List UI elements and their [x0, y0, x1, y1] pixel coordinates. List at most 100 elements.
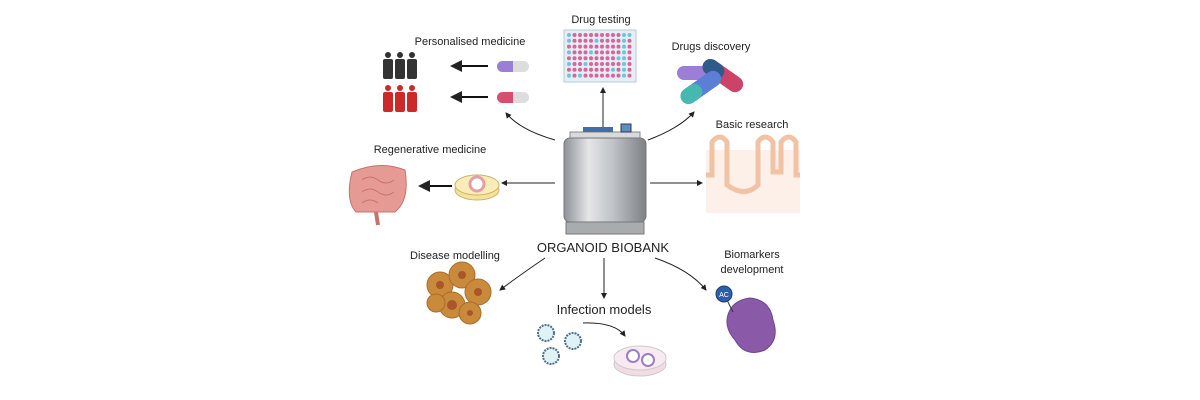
plate-well: [605, 50, 610, 55]
plate-well: [578, 67, 582, 72]
capsules-icon: [677, 58, 744, 105]
plate-well: [622, 44, 626, 49]
plate-well: [589, 38, 593, 43]
plate-well: [605, 56, 610, 61]
people-red-icon: [383, 85, 417, 112]
plate-well: [616, 33, 621, 37]
plate-well: [578, 62, 582, 66]
plate-well: [622, 62, 626, 66]
plate-well: [600, 67, 604, 72]
plate-well: [594, 38, 599, 43]
plate-well: [611, 38, 615, 43]
arrow-virus-to-dish: [582, 322, 626, 337]
arrow-personalised: [505, 112, 556, 141]
pill-purple-icon: [497, 61, 529, 73]
plate-well: [627, 44, 632, 49]
plate-well: [616, 67, 621, 72]
plate-well: [589, 44, 593, 49]
plate-well: [622, 50, 626, 55]
plate-well: [583, 67, 588, 72]
plate-well: [567, 56, 571, 61]
plate-well: [583, 38, 588, 43]
plate-well: [578, 50, 582, 55]
plate-well: [567, 73, 571, 78]
plate-well: [589, 67, 593, 72]
plate-well: [627, 67, 632, 72]
plate-well: [594, 67, 599, 72]
people-dark-icon: [383, 52, 417, 79]
plate-well: [616, 62, 621, 66]
plate-well: [567, 44, 571, 49]
plate-well: [627, 38, 632, 43]
pill-red-icon: [497, 92, 529, 103]
plate-well: [611, 56, 615, 61]
label-biomarkers-line2: development: [721, 264, 784, 276]
plate-well: [578, 73, 582, 78]
plate-well: [572, 33, 577, 37]
plate-well: [583, 33, 588, 37]
label-regenerative-medicine: Regenerative medicine: [374, 144, 487, 156]
plate-well: [627, 33, 632, 37]
plate-well: [572, 62, 577, 66]
plate-well: [594, 44, 599, 49]
plate-well: [622, 33, 626, 37]
plate-well: [611, 67, 615, 72]
plate-well: [583, 50, 588, 55]
arrow-drugs-discovery: [647, 111, 695, 141]
plate-well: [605, 38, 610, 43]
plate-well: [594, 50, 599, 55]
plate-well: [600, 73, 604, 78]
plate-well: [605, 73, 610, 78]
plate-well: [578, 44, 582, 49]
plate-well: [616, 38, 621, 43]
plate-well: [611, 44, 615, 49]
plate-well: [605, 67, 610, 72]
plate-well: [572, 67, 577, 72]
plate-well: [578, 33, 582, 37]
arrows: [418, 60, 707, 337]
plate-well: [572, 73, 577, 78]
plate-well: [572, 56, 577, 61]
plate-well: [605, 33, 610, 37]
plate-well: [583, 44, 588, 49]
plate-well: [605, 44, 610, 49]
plate-well: [589, 62, 593, 66]
plate-well: [567, 62, 571, 66]
plate-well: [578, 56, 582, 61]
petri-dish-organoid-icon: [454, 174, 500, 201]
plate-well: [594, 56, 599, 61]
biobank-tank-icon: [563, 123, 647, 235]
plate-well: [627, 62, 632, 66]
plate-well: [616, 50, 621, 55]
plate-well: [600, 38, 604, 43]
plate-well: [611, 62, 615, 66]
plate-well: [594, 62, 599, 66]
plate-well: [622, 67, 626, 72]
plate-well: [622, 73, 626, 78]
arrow-biomarkers: [654, 257, 707, 291]
plate-well: [583, 73, 588, 78]
plate-well: [627, 56, 632, 61]
plate-well: [616, 44, 621, 49]
arrow-disease: [499, 257, 546, 291]
plate-well: [567, 38, 571, 43]
intestine-icon: [348, 165, 407, 226]
plate-well: [600, 50, 604, 55]
protein-biomarker-icon: AC: [715, 285, 776, 353]
virus-icon: [537, 324, 582, 365]
plate-well: [605, 62, 610, 66]
label-infection-models: Infection models: [557, 302, 652, 317]
plate-well: [572, 50, 577, 55]
plate-well: [567, 33, 571, 37]
label-basic-research: Basic research: [716, 119, 789, 131]
plate-well: [616, 56, 621, 61]
plate-well: [583, 62, 588, 66]
plate-well: [572, 38, 577, 43]
plate-well: [627, 73, 632, 78]
plate-well: [622, 38, 626, 43]
plate-well: [611, 73, 615, 78]
plate-well: [594, 33, 599, 37]
well-plate-icon: [563, 29, 637, 83]
tumor-organoid-icon: [426, 261, 492, 325]
